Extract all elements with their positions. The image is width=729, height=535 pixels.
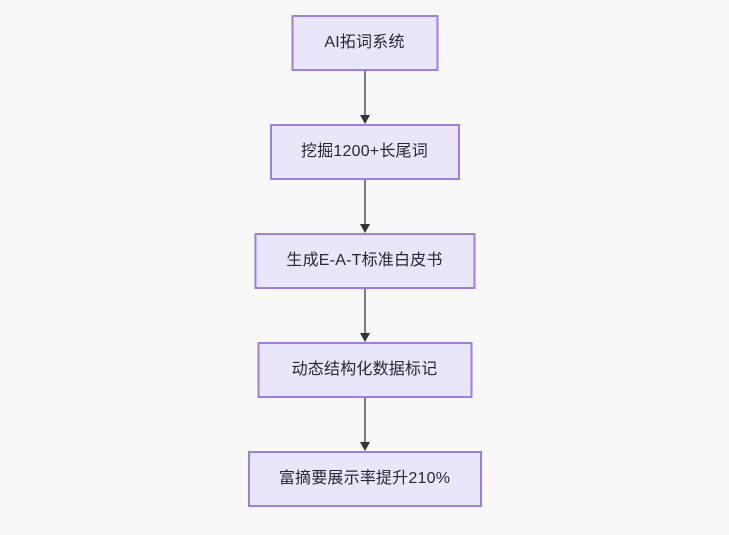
node-label: AI拓词系统 xyxy=(324,34,405,51)
flowchart-node-generate-eat-whitepaper[interactable]: 生成E-A-T标准白皮书 xyxy=(254,233,475,289)
arrow-head-icon xyxy=(359,115,370,124)
flowchart-node-dynamic-structured-data-markup[interactable]: 动态结构化数据标记 xyxy=(257,342,472,398)
edge-line xyxy=(363,289,366,334)
flowchart-node-mine-longtail-keywords[interactable]: 挖掘1200+长尾词 xyxy=(269,124,460,180)
flowchart-edge-n3-n4 xyxy=(359,398,371,451)
node-label: 富摘要展示率提升210% xyxy=(278,470,451,487)
node-label: 挖掘1200+长尾词 xyxy=(301,143,428,160)
arrow-head-icon xyxy=(359,224,370,233)
arrow-head-icon xyxy=(359,333,370,342)
arrow-head-icon xyxy=(359,442,370,451)
flowchart-node-rich-snippet-impression-uplift[interactable]: 富摘要展示率提升210% xyxy=(247,451,482,507)
flowchart-edge-n1-n2 xyxy=(359,180,371,233)
node-label: 动态结构化数据标记 xyxy=(291,361,438,378)
flowchart-edge-n2-n3 xyxy=(359,289,371,342)
edge-line xyxy=(363,71,366,116)
node-label: 生成E-A-T标准白皮书 xyxy=(286,252,443,269)
flowchart-node-ai-keyword-system[interactable]: AI拓词系统 xyxy=(291,15,438,71)
edge-line xyxy=(363,398,366,443)
flowchart-edge-n0-n1 xyxy=(359,71,371,124)
edge-line xyxy=(363,180,366,225)
